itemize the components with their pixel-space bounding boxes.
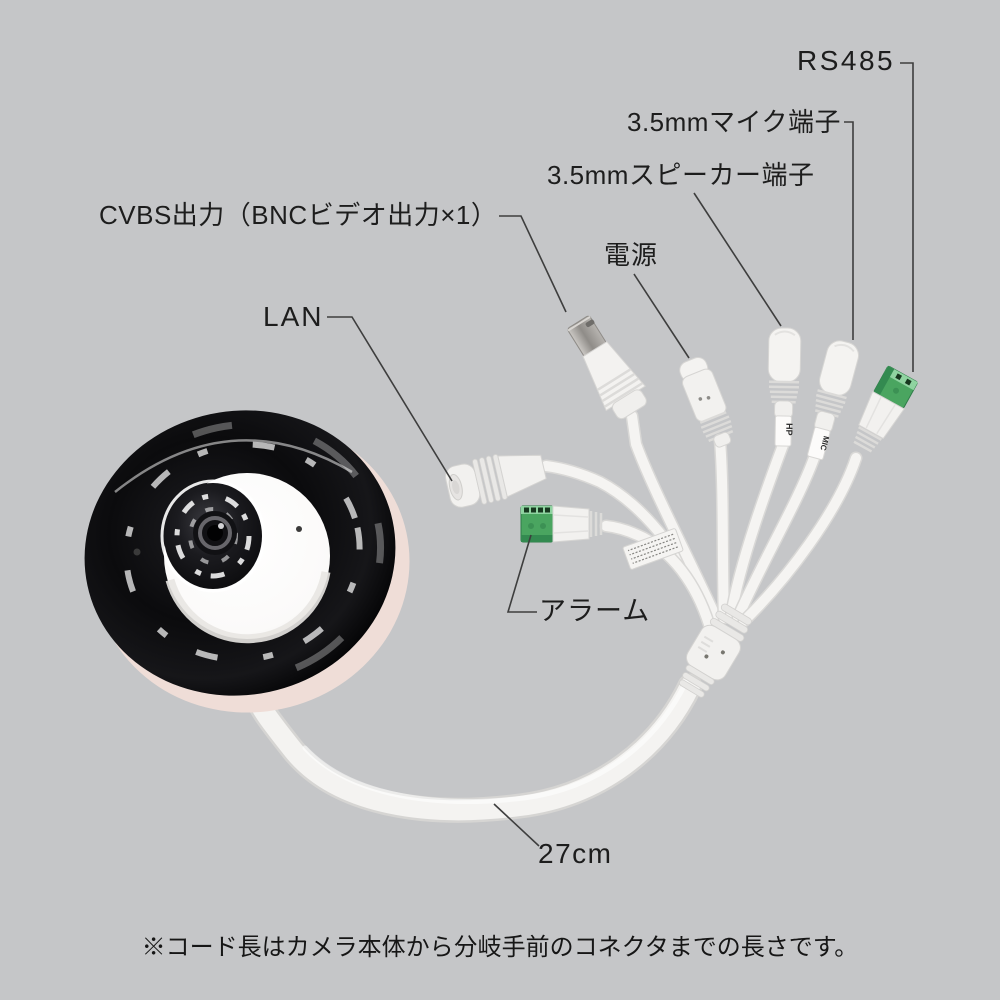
leader-lines xyxy=(327,62,914,847)
leader-rs485 xyxy=(900,62,914,372)
bnc-connector xyxy=(567,315,647,420)
main-cable xyxy=(241,673,703,823)
label-speaker-jack: 3.5mmスピーカー端子 xyxy=(547,160,815,190)
leader-cvbs xyxy=(499,215,567,313)
rs485-connector xyxy=(853,365,918,453)
leader-alarm xyxy=(506,534,537,613)
camera-body xyxy=(84,410,410,713)
leader-speaker xyxy=(693,192,782,327)
footnote: ※コード長はカメラ本体から分岐手前のコネクタまでの長さです。 xyxy=(141,934,859,961)
label-lan: LAN xyxy=(263,301,324,332)
speaker-jack-connector: HP xyxy=(767,327,802,447)
mic-jack-connector: MIC xyxy=(807,340,860,461)
camera-led-hole xyxy=(296,526,302,532)
alarm-connector xyxy=(520,505,603,543)
lan-connector xyxy=(444,454,547,508)
power-connector xyxy=(679,356,734,448)
cable-junction xyxy=(678,603,752,698)
camera-mic-hole xyxy=(133,548,141,556)
label-cvbs-output: CVBS出力（BNCビデオ出力×1） xyxy=(99,200,498,230)
leader-lan xyxy=(327,316,453,482)
speaker-sleeve-label: HP xyxy=(784,423,794,436)
label-cable-length: 27cm xyxy=(538,838,613,869)
leader-mic xyxy=(844,121,854,340)
leader-length xyxy=(493,803,540,847)
mic-sleeve-label: MIC xyxy=(818,435,831,452)
leader-power xyxy=(633,273,690,359)
label-rs485: RS485 xyxy=(797,45,896,76)
label-alarm: アラーム xyxy=(539,596,651,626)
alarm-cable-tag xyxy=(622,528,684,570)
label-power: 電源 xyxy=(604,240,659,270)
label-mic-jack: 3.5mmマイク端子 xyxy=(627,107,841,137)
